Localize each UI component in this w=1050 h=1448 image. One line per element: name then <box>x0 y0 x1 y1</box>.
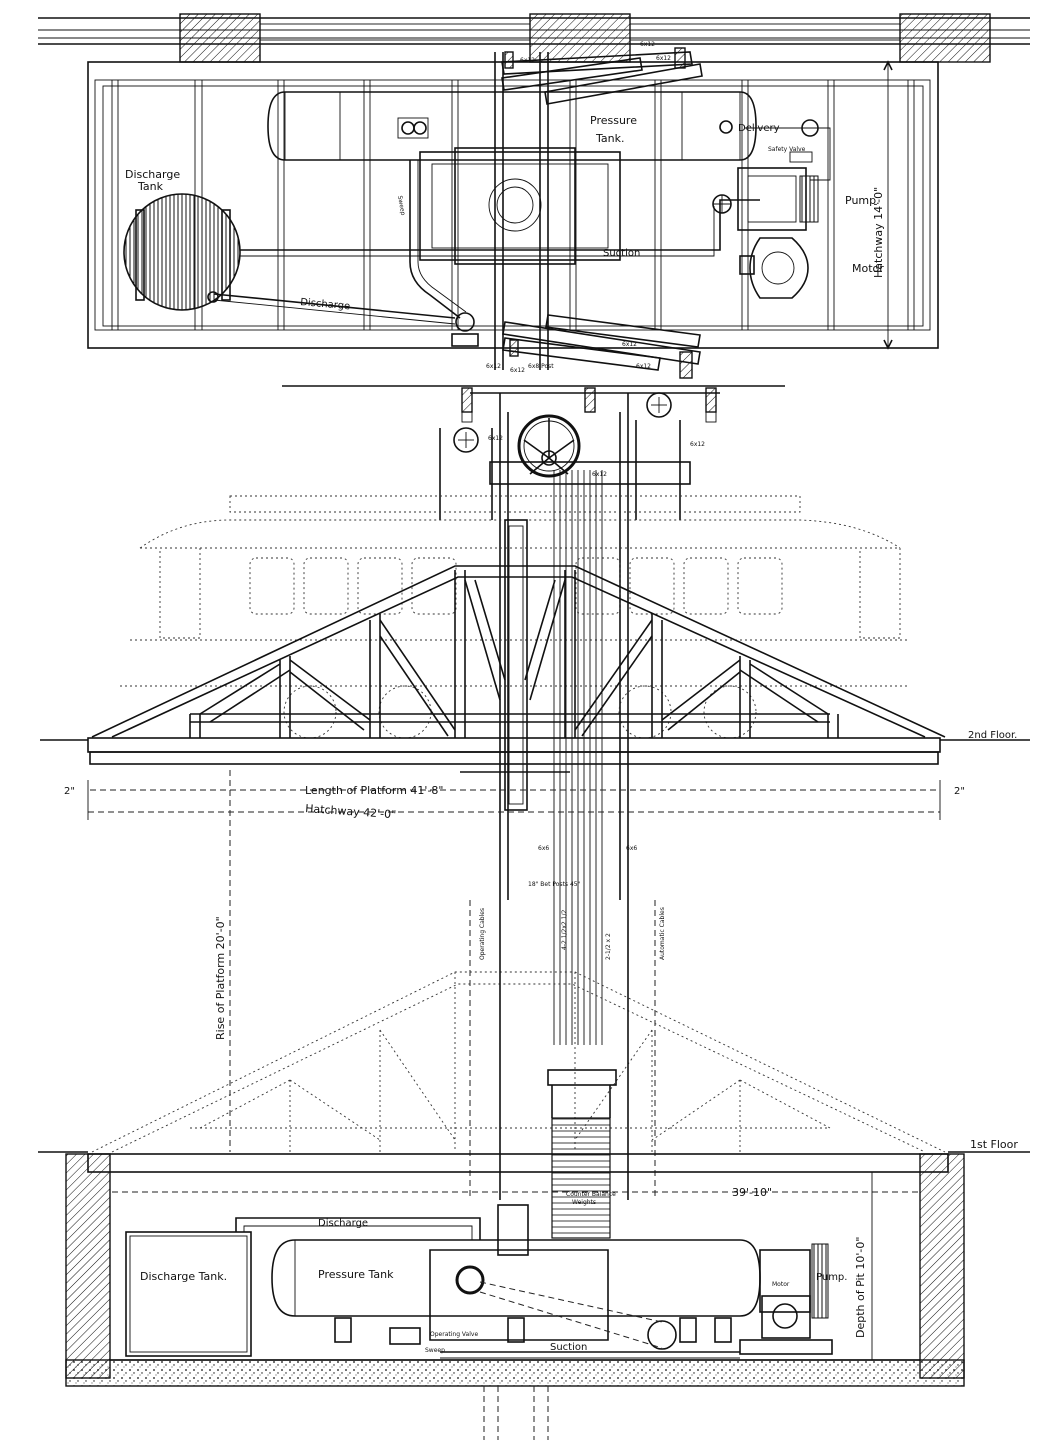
beam-right-label: 6x12 <box>690 441 705 448</box>
cable-a-label: 4-2 1/2x2 1/2 <box>561 910 568 950</box>
plan-sweep-label: Sweep <box>396 195 406 216</box>
plan-delivery-label: Delivery <box>738 123 780 134</box>
length-of-platform-label: Length of Platform 41'-8" <box>305 784 443 797</box>
pit-wall-left <box>65 1153 111 1379</box>
sheave-right <box>646 392 672 418</box>
motor-label: Motor <box>772 1281 790 1288</box>
plan-pump <box>712 167 819 231</box>
operating-cables-label: Operating Cables <box>479 908 486 960</box>
street-car-outline <box>120 495 910 739</box>
discharge-tank-label: Discharge Tank. <box>140 1270 227 1283</box>
counter-balance-label: Counter Balance <box>566 1191 616 1198</box>
post-left-label: 6x6 <box>538 845 549 852</box>
pump-label: Pump. <box>816 1272 847 1283</box>
plan-beam-3: 6x12 <box>640 41 655 48</box>
wall-pier-3 <box>899 13 991 63</box>
plan-beam-5: 6x12 <box>510 367 525 374</box>
plan-pressure-tank <box>267 91 757 161</box>
automatic-cables-label: Automatic Cables <box>659 907 666 960</box>
plan-beam-4: 6x12 <box>486 363 501 370</box>
counter-balance-label-2: Weights <box>572 1199 596 1206</box>
plan-beam-2: 6x12 <box>656 55 671 62</box>
pit-width-label: 39'-10" <box>732 1186 772 1199</box>
plan-beam-1: 6x12 <box>520 57 535 64</box>
pit-wall-right <box>919 1153 965 1379</box>
plan-beam-8: 6x8 Post <box>528 363 554 370</box>
plan-safety-valve-label: Safety Valve <box>768 146 806 153</box>
plan-discharge-label: Discharge <box>300 297 351 312</box>
wall-pier-1 <box>179 13 261 63</box>
sheave-left <box>453 427 479 453</box>
plan-view: Pressure Tank. Discharge Tank Delivery S… <box>38 13 1030 379</box>
automatic-sheave <box>647 1320 677 1350</box>
operating-sheave <box>455 1265 485 1295</box>
discharge-pipe-label: Discharge <box>318 1218 368 1229</box>
beam-left-label: 6x12 <box>488 435 503 442</box>
plan-tank-label: Tank. <box>595 132 624 145</box>
wall-pier-2 <box>529 13 631 63</box>
plan-discharge-tank <box>123 193 241 311</box>
operating-valve-label: Operating Valve <box>430 1331 478 1338</box>
lower-truss-outline <box>91 971 946 1153</box>
depth-of-pit-label: Depth of Pit 10'-0" <box>854 1237 867 1338</box>
plunger <box>504 519 528 811</box>
plan-pump-label: Pump. <box>845 194 880 207</box>
plan-pressure-label: Pressure <box>590 114 637 127</box>
lower-elevation: 39'-10" <box>38 770 1030 1440</box>
pump-motor <box>739 1243 833 1355</box>
plan-motor-label: Motor <box>852 262 884 275</box>
first-floor-label: 1st Floor <box>970 1138 1018 1151</box>
dim-right-label: 2" <box>954 786 965 797</box>
plan-discharge-tank-label: Discharge <box>125 168 180 181</box>
hatchway-label: Hatchway 42'-0" <box>305 802 397 821</box>
suction-label: Suction <box>550 1342 587 1353</box>
cable-b-label: 2-1/2 x 2 <box>605 933 612 960</box>
second-floor-label: 2nd Floor. <box>968 730 1017 741</box>
plan-motor <box>739 237 809 299</box>
plan-beam-7: 6x12 <box>636 363 651 370</box>
plan-suction-label: Suction <box>603 248 640 259</box>
counter-balance-weights <box>551 1117 611 1239</box>
pressure-tank <box>271 1239 761 1317</box>
plan-discharge-tank-label-2: Tank <box>137 180 164 193</box>
plan-beam-6: 6x12 <box>622 341 637 348</box>
post-spacing-label: 18" Bet Posts 45" <box>528 881 581 888</box>
main-sheave <box>517 414 581 478</box>
upper-elevation: Length of Platform 41'-8" Hatchway 42'-0… <box>40 385 1030 1045</box>
pressure-tank-label: Pressure Tank <box>318 1268 394 1281</box>
beam-top-label: 6x12 <box>592 471 607 478</box>
pit-floor <box>65 1359 965 1387</box>
post-right-label: 6x6 <box>626 845 637 852</box>
dim-left-label: 2" <box>64 786 75 797</box>
rise-of-platform-label: Rise of Platform 20'-0" <box>214 916 227 1040</box>
upper-truss <box>87 565 946 765</box>
discharge-tank <box>125 1231 252 1357</box>
sweep-label: Sweep <box>425 1347 445 1354</box>
plan-hatchway-label: Hatchway 14'-0" <box>872 187 885 278</box>
